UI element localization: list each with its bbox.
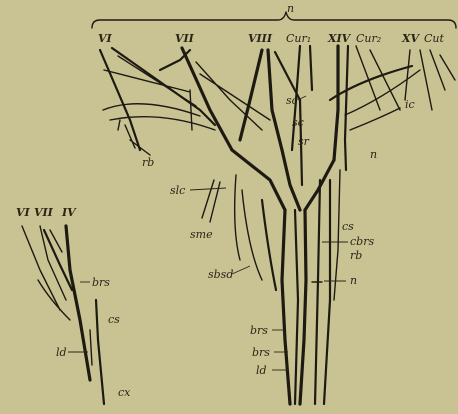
label-brs-2: brs: [252, 346, 270, 359]
label-vi: VI: [98, 32, 113, 45]
inset-label-brs: brs: [92, 276, 110, 289]
label-cbrs: cbrs: [350, 235, 374, 248]
label-sc-upper: sc: [286, 94, 298, 107]
label-slc: slc: [170, 184, 185, 197]
inset-label-vi: VI: [16, 206, 31, 219]
label-cs: cs: [342, 220, 354, 233]
label-cur2: Cur₂: [356, 32, 381, 45]
label-sc-lower: sc: [292, 116, 304, 129]
label-ic: ic: [405, 98, 415, 111]
label-cut: Cut: [424, 32, 445, 45]
label-sbsd: sbsd: [208, 268, 233, 281]
label-xv: XV: [401, 32, 421, 45]
label-vii: VII: [175, 32, 195, 45]
inset-label-cx: cx: [118, 386, 131, 399]
label-ld: ld: [256, 364, 267, 377]
label-n-right: n: [370, 148, 377, 161]
label-rb: rb: [350, 249, 362, 262]
label-sme: sme: [190, 228, 213, 241]
nerve-vii-roots: [160, 48, 270, 150]
inset-label-ld: ld: [56, 346, 67, 359]
inset-diagram: VI VII IV brs cs ld cx: [16, 206, 131, 404]
label-brs-1: brs: [250, 324, 268, 337]
label-xiv: XIV: [327, 32, 352, 45]
inset-label-vii: VII: [34, 206, 54, 219]
inset-label-iv: IV: [61, 206, 77, 219]
inset-label-cs: cs: [108, 313, 120, 326]
main-trunk: [202, 100, 340, 404]
label-viii: VIII: [248, 32, 273, 45]
label-n-lower: n: [350, 274, 357, 287]
label-sr: sr: [298, 135, 310, 148]
brace-label: n: [287, 2, 294, 15]
top-brace: [92, 12, 456, 28]
label-rb-small: rb: [142, 156, 154, 169]
label-cur1: Cur₁: [286, 32, 311, 45]
